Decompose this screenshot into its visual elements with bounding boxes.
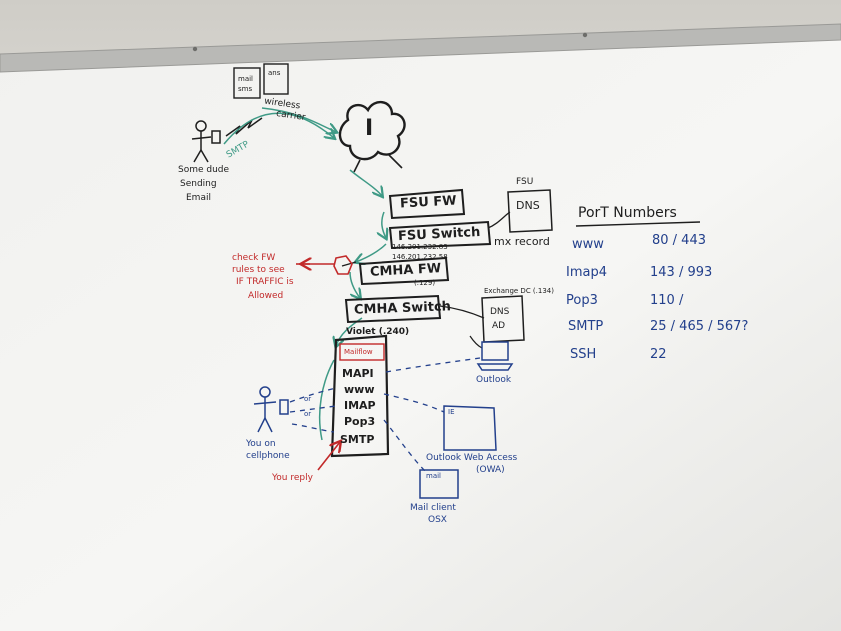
sender-box-top-right-label: ans xyxy=(268,69,281,77)
exchange-server-box xyxy=(330,334,390,458)
mail-client-line1: Mail client xyxy=(410,503,456,513)
whiteboard-top-rail xyxy=(0,23,841,73)
port-table-title: PorT Numbers xyxy=(578,205,677,221)
ip-address-1: 146.201.232.83 xyxy=(392,243,448,251)
sender-caption-line2: Sending xyxy=(180,179,217,189)
client-links xyxy=(289,357,481,473)
port-row-ports: 110 / xyxy=(650,293,684,308)
cellphone-caption-line1: You on xyxy=(246,439,276,449)
fsu-fw-label: FSU FW xyxy=(399,193,457,212)
service-pop3: Pop3 xyxy=(344,415,376,428)
person-figure xyxy=(191,120,221,163)
firewall-check-marks xyxy=(296,255,353,471)
sender-caption-line1: Some dude xyxy=(178,165,230,175)
service-imap: IMAP xyxy=(344,399,376,412)
mailflow-highlight xyxy=(339,343,385,361)
network-device-boxes xyxy=(344,188,492,324)
sender-device-boxes xyxy=(233,63,289,99)
cmha-fw-label: CMHA FW xyxy=(369,261,442,280)
sender-box-top-left-label: mail xyxy=(238,75,253,83)
fsu-fw-box xyxy=(388,188,466,220)
whiteboard-surface xyxy=(0,38,841,631)
internet-label: I xyxy=(365,116,374,141)
wireless-zigzag xyxy=(225,117,263,137)
port-row-ports: 25 / 465 / 567? xyxy=(650,319,749,334)
port-table-underline xyxy=(575,221,701,227)
mail-client-box xyxy=(419,469,459,499)
check-fw-line3: IF TRAFFIC is xyxy=(236,277,294,287)
cellphone-person xyxy=(253,386,289,433)
port-row-proto: SSH xyxy=(570,347,597,362)
or-label-2: or xyxy=(304,410,312,418)
port-row-ports: 22 xyxy=(650,347,667,362)
port-row-ports: 80 / 443 xyxy=(652,233,706,248)
owa-line1: Outlook Web Access xyxy=(426,453,518,463)
service-mailflow: Mailflow xyxy=(344,348,373,356)
service-www: www xyxy=(344,383,375,396)
cellphone-caption-line2: cellphone xyxy=(246,451,290,461)
exchange-server-header: Violet (.240) xyxy=(346,327,410,337)
cmha-switch-box xyxy=(344,294,442,324)
dns-ad-line2: AD xyxy=(492,321,506,331)
owa-line2: (OWA) xyxy=(476,465,505,475)
link-lines xyxy=(341,211,511,319)
service-smtp: SMTP xyxy=(340,433,375,446)
port-row-proto: www xyxy=(572,237,604,252)
ad-to-outlook-line xyxy=(469,335,483,349)
mail-box-label: mail xyxy=(426,472,441,480)
owa-browser-box xyxy=(443,405,497,451)
port-row-ports: 143 / 993 xyxy=(650,265,713,280)
or-label-1: or xyxy=(304,395,312,403)
ip-address-2: 146.201.232.58 xyxy=(392,253,448,261)
internet-cloud xyxy=(338,101,406,161)
rail-screw xyxy=(192,46,198,52)
sender-caption-line3: Email xyxy=(186,193,211,203)
cmha-fw-note: (.129) xyxy=(414,279,436,287)
mail-client-line2: OSX xyxy=(428,515,447,525)
fsu-dns-box xyxy=(507,189,553,233)
dns-top-note: Exchange DC (.134) xyxy=(484,287,554,295)
server-boxes xyxy=(481,189,553,343)
check-fw-line1: check FW xyxy=(232,253,276,263)
fsu-dns-label: DNS xyxy=(516,199,540,212)
rail-screw xyxy=(582,32,588,38)
you-reply-label: You reply xyxy=(272,473,313,483)
cmha-fw-box xyxy=(358,256,450,286)
service-mapi: MAPI xyxy=(342,367,374,380)
check-fw-line4: Allowed xyxy=(248,291,284,301)
outlook-computer xyxy=(476,341,514,371)
check-fw-line2: rules to see xyxy=(232,265,285,275)
fsu-switch-box xyxy=(388,220,492,250)
port-row-proto: Pop3 xyxy=(566,293,598,308)
mx-record-label: mx record xyxy=(494,235,550,248)
dns-ad-box xyxy=(481,295,525,343)
dns-ad-line1: DNS xyxy=(490,307,510,317)
owa-box-label: IE xyxy=(448,408,455,416)
sender-box-bottom-label: sms xyxy=(238,85,253,93)
cmha-switch-label: CMHA Switch xyxy=(353,299,452,318)
port-row-proto: SMTP xyxy=(568,319,604,334)
port-row-proto: Imap4 xyxy=(566,265,607,280)
mail-flow-path xyxy=(223,107,386,441)
outlook-label: Outlook xyxy=(476,375,512,385)
fsu-dns-title: FSU xyxy=(516,177,534,187)
